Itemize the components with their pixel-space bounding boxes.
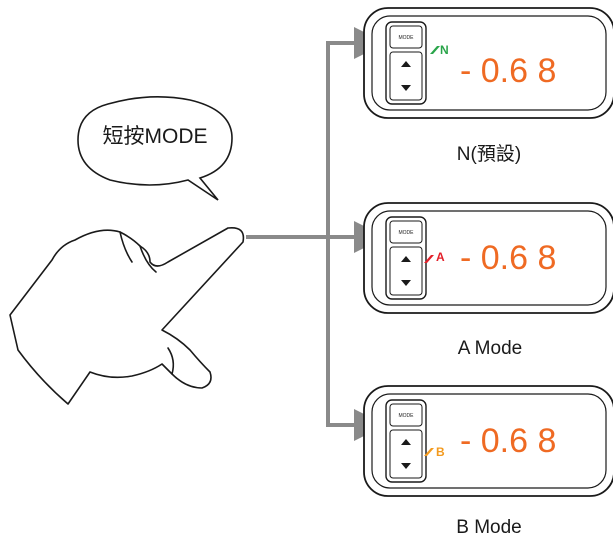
display-b: MODE B - 0.6 8: [363, 385, 613, 497]
down-arrow-icon: [401, 463, 411, 469]
updown-button[interactable]: [389, 246, 423, 296]
arrow-to-b: [326, 237, 386, 441]
mode-indicator-icon: [424, 448, 434, 456]
mode-indicator-icon: [430, 46, 440, 54]
mode-button-label: MODE: [399, 35, 415, 41]
updown-button[interactable]: [389, 429, 423, 479]
mode-letter: N: [440, 43, 449, 57]
mode-letter: B: [436, 445, 445, 459]
pointing-hand-icon: [9, 226, 245, 405]
updown-button[interactable]: [389, 51, 423, 101]
arrow-to-n: [326, 27, 386, 237]
mode-indicator-icon: [424, 255, 434, 263]
up-arrow-icon: [401, 439, 411, 445]
caption-n: N(預設): [457, 143, 521, 165]
reading-value: - 0.6 8: [460, 239, 556, 277]
reading-value: - 0.6 8: [460, 52, 556, 90]
up-arrow-icon: [401, 256, 411, 262]
mode-button[interactable]: [389, 25, 423, 49]
connector-arrows: [246, 27, 386, 441]
mode-letter: A: [436, 250, 445, 264]
display-a: MODE A - 0.6 8: [363, 202, 613, 314]
display-n: MODE N - 0.6 8: [363, 7, 613, 119]
mode-button[interactable]: [389, 403, 423, 427]
bubble-text: 短按MODE: [103, 125, 208, 148]
caption-b: B Mode: [456, 517, 521, 538]
speech-bubble: 短按MODE: [77, 96, 233, 201]
caption-a: A Mode: [458, 338, 522, 359]
down-arrow-icon: [401, 85, 411, 91]
mode-button[interactable]: [389, 220, 423, 244]
up-arrow-icon: [401, 61, 411, 67]
down-arrow-icon: [401, 280, 411, 286]
reading-value: - 0.6 8: [460, 422, 556, 460]
mode-button-label: MODE: [399, 230, 415, 236]
mode-button-label: MODE: [399, 413, 415, 419]
